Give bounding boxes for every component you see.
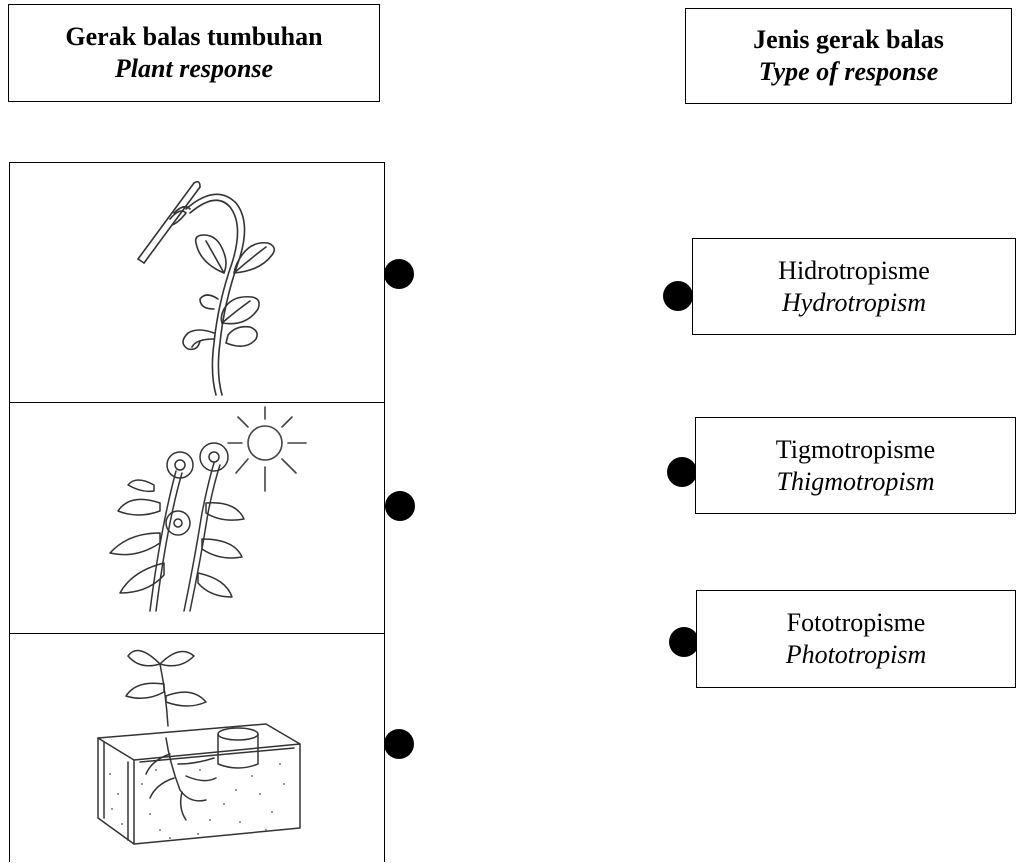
response-3-connector-dot[interactable] <box>669 627 699 657</box>
response-2-connector-dot[interactable] <box>667 457 697 487</box>
climbing-plant-on-stick-icon <box>10 163 383 401</box>
plant-3-connector-dot[interactable] <box>384 729 414 759</box>
plant-1-connector-dot[interactable] <box>384 259 414 289</box>
response-type-label-en: Hydrotropism <box>782 287 926 319</box>
type-of-response-title: Jenis gerak balas <box>753 24 944 56</box>
type-of-response-header: Jenis gerak balas Type of response <box>685 8 1012 104</box>
response-type-label-en: Phototropism <box>786 639 927 671</box>
response-type-label: Fototropisme <box>787 607 926 639</box>
plant-response-title: Gerak balas tumbuhan <box>65 21 322 53</box>
plant-2-connector-dot[interactable] <box>385 491 415 521</box>
plant-image-2 <box>10 403 384 634</box>
plant-image-3 <box>10 634 384 863</box>
response-type-phototropism: Fototropisme Phototropism <box>696 590 1016 688</box>
response-type-label-en: Thigmotropism <box>777 466 935 498</box>
plant-roots-toward-water-icon <box>10 634 383 863</box>
plant-response-header: Gerak balas tumbuhan Plant response <box>8 4 380 102</box>
plant-image-1 <box>10 163 384 403</box>
plant-response-subtitle: Plant response <box>115 53 273 85</box>
plant-response-column <box>9 162 385 862</box>
response-type-label: Hidrotropisme <box>778 255 930 287</box>
flowering-plant-facing-sun-icon <box>10 403 383 632</box>
type-of-response-subtitle: Type of response <box>759 56 939 88</box>
response-type-thigmotropism: Tigmotropisme Thigmotropism <box>695 417 1016 514</box>
response-1-connector-dot[interactable] <box>663 281 693 311</box>
response-type-label: Tigmotropisme <box>776 434 935 466</box>
response-type-hydrotropism: Hidrotropisme Hydrotropism <box>692 238 1016 335</box>
